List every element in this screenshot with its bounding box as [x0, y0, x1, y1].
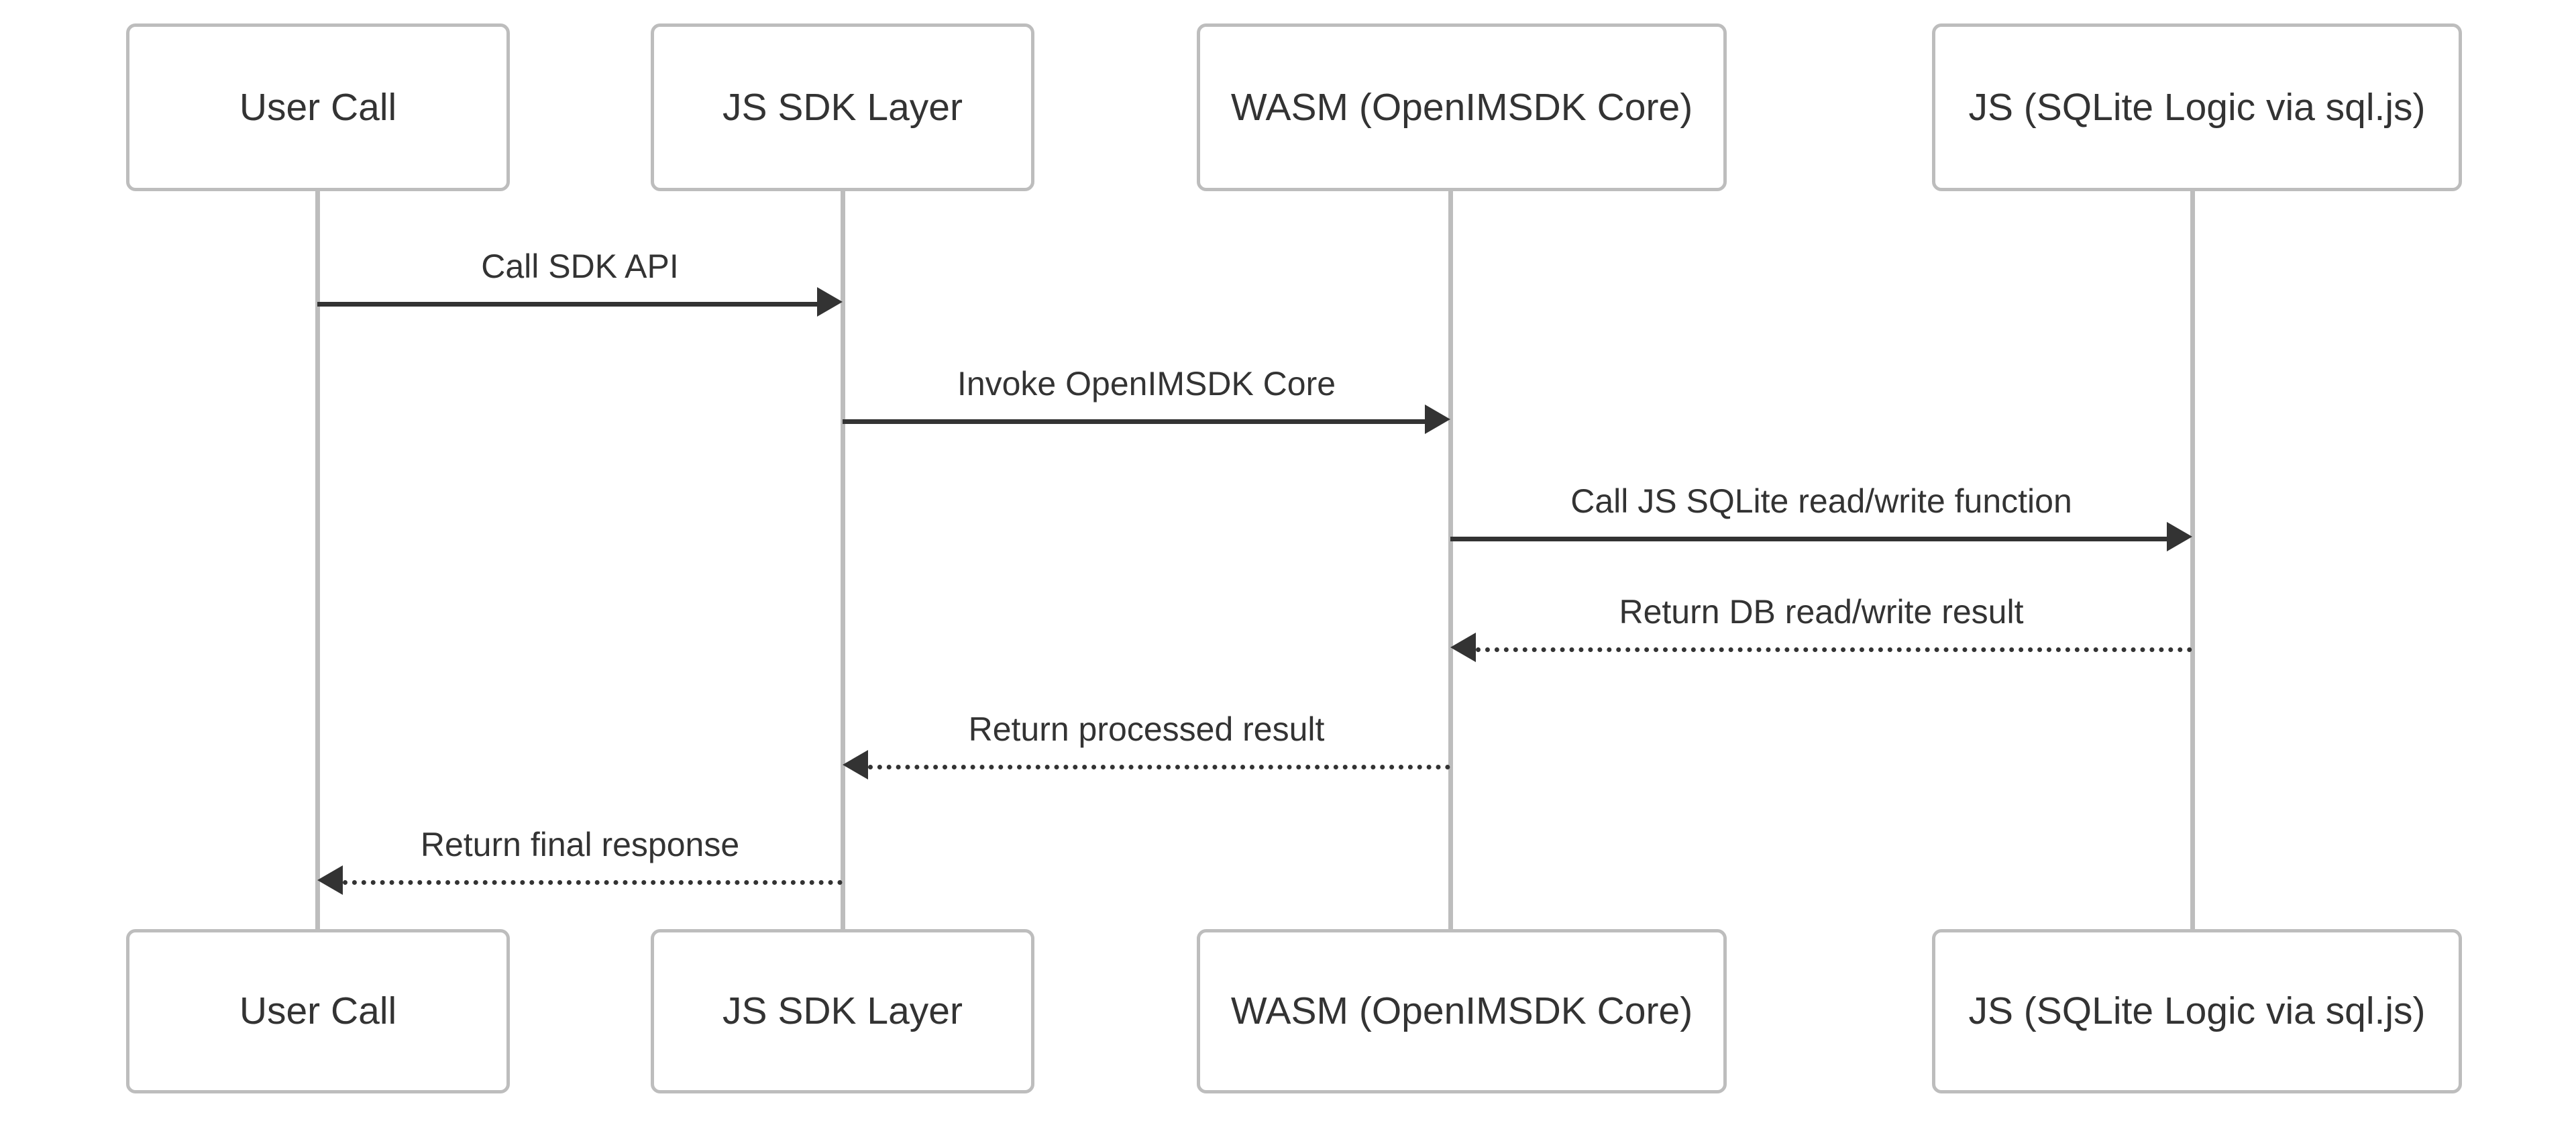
arrowhead-left-icon: [843, 750, 868, 780]
arrowhead-right-icon: [2167, 522, 2192, 551]
arrowhead-left-icon: [317, 865, 343, 895]
participant-label-user: User Call: [239, 85, 397, 129]
participant-box-top-wasm[interactable]: WASM (OpenIMSDK Core): [1197, 23, 1727, 191]
message-label-1: Call SDK API: [481, 248, 679, 285]
message-label-6: Return final response: [420, 826, 740, 863]
arrowhead-right-icon: [817, 287, 843, 317]
participant-label-sdk: JS SDK Layer: [722, 85, 963, 129]
message-line: [843, 419, 1425, 424]
participant-box-top-sqlite[interactable]: JS (SQLite Logic via sql.js): [1932, 23, 2462, 191]
participant-label-user: User Call: [239, 989, 397, 1033]
lifeline-sdk: [841, 191, 845, 929]
participant-label-wasm: WASM (OpenIMSDK Core): [1230, 85, 1693, 129]
participant-box-bottom-sqlite[interactable]: JS (SQLite Logic via sql.js): [1932, 929, 2462, 1093]
message-line: [1450, 537, 2167, 541]
participant-box-top-sdk[interactable]: JS SDK Layer: [651, 23, 1034, 191]
lifeline-wasm: [1448, 191, 1453, 929]
message-line: [317, 302, 817, 307]
participant-box-bottom-user[interactable]: User Call: [126, 929, 510, 1093]
message-label-2: Invoke OpenIMSDK Core: [957, 365, 1336, 402]
message-line: [343, 880, 843, 885]
participant-label-sdk: JS SDK Layer: [722, 989, 963, 1033]
message-label-5: Return processed result: [968, 710, 1325, 748]
participant-label-sqlite: JS (SQLite Logic via sql.js): [1968, 85, 2426, 129]
lifeline-sqlite: [2190, 191, 2195, 929]
message-label-3: Call JS SQLite read/write function: [1570, 482, 2072, 520]
participant-box-top-user[interactable]: User Call: [126, 23, 510, 191]
message-line: [868, 765, 1450, 769]
participant-box-bottom-wasm[interactable]: WASM (OpenIMSDK Core): [1197, 929, 1727, 1093]
message-label-4: Return DB read/write result: [1619, 593, 2024, 631]
message-line: [1476, 647, 2192, 652]
participant-label-wasm: WASM (OpenIMSDK Core): [1230, 989, 1693, 1033]
arrowhead-left-icon: [1450, 633, 1476, 662]
lifeline-user: [315, 191, 320, 929]
participant-box-bottom-sdk[interactable]: JS SDK Layer: [651, 929, 1034, 1093]
arrowhead-right-icon: [1425, 405, 1450, 434]
participant-label-sqlite: JS (SQLite Logic via sql.js): [1968, 989, 2426, 1033]
